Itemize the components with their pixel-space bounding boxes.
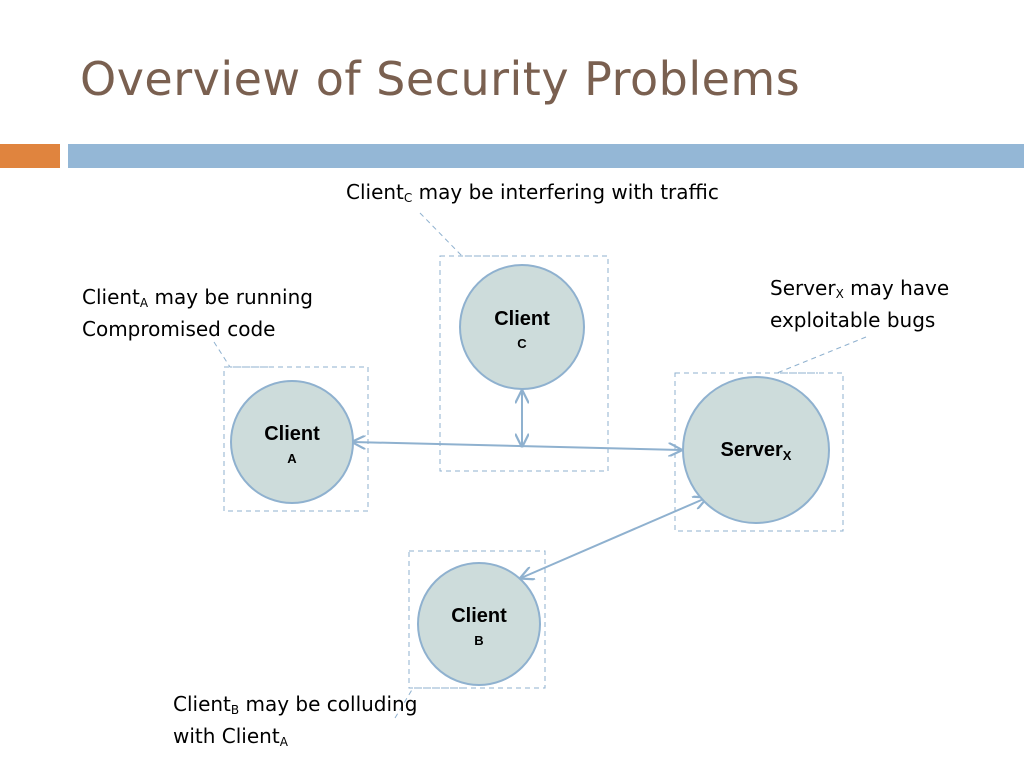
client-a-callout-line1: ClientA may be running: [82, 281, 313, 313]
client-b-server-x-link: [521, 498, 706, 578]
client-b-callout: ClientB may be colluding with ClientA: [173, 688, 417, 752]
client-c-callout-text: may be interfering with traffic: [412, 180, 719, 204]
client-a-callout-line2: Compromised code: [82, 317, 276, 341]
client-a-label: Client A: [242, 424, 342, 465]
client-b-callout-line2: with ClientA: [173, 720, 417, 752]
client-c-highlight-box: [439, 255, 609, 472]
client-b-callout-prefix: Client: [173, 692, 231, 716]
server-x-label-text: Server: [720, 439, 783, 461]
client-b-callout-line2-prefix: with Client: [173, 724, 280, 748]
accent-bar-blue: [68, 144, 1024, 168]
client-a-server-x-link: [353, 442, 681, 450]
server-x-callout-pointer: [776, 336, 867, 374]
client-a-label-sub: A: [287, 451, 297, 466]
client-a-callout-pointer: [213, 341, 272, 368]
client-b-callout-line2-sub: A: [279, 735, 288, 749]
client-a-callout-sub: A: [139, 296, 149, 310]
client-c-label-sub: C: [517, 336, 527, 351]
client-c-callout-pointer: [419, 212, 506, 257]
client-b-label-sub: B: [474, 633, 484, 648]
server-x-label: ServerX: [696, 439, 816, 463]
client-c-label-main: Client: [494, 308, 550, 330]
client-b-node: [417, 562, 541, 686]
server-x-callout-line1: ServerX may have: [770, 272, 949, 304]
client-b-label: Client B: [429, 606, 529, 647]
slide-title: Overview of Security Problems: [80, 52, 801, 106]
client-b-callout-text: may be colluding: [239, 692, 418, 716]
client-b-callout-pointer: [394, 687, 463, 719]
server-x-label-main: ServerX: [696, 439, 816, 463]
server-x-callout-prefix: Server: [770, 276, 836, 300]
server-x-node: [682, 376, 830, 524]
client-c-label: Client C: [472, 309, 572, 350]
client-b-callout-sub: B: [230, 703, 240, 717]
accent-bar-orange: [0, 144, 60, 168]
client-b-callout-line1: ClientB may be colluding: [173, 688, 417, 720]
client-a-label-main: Client: [264, 423, 320, 445]
client-b-highlight-box: [408, 550, 546, 689]
client-a-callout-prefix: Client: [82, 285, 140, 309]
server-x-callout: ServerX may have exploitable bugs: [770, 272, 949, 336]
server-x-label-sub: X: [782, 448, 792, 463]
server-x-callout-line2: exploitable bugs: [770, 308, 936, 332]
client-a-callout-text: may be running: [148, 285, 313, 309]
server-x-callout-text: may have: [843, 276, 950, 300]
client-a-node: [230, 380, 354, 504]
client-c-callout-sub: C: [403, 191, 413, 205]
server-x-highlight-box: [674, 372, 844, 532]
client-c-node: [459, 264, 585, 390]
client-c-callout-prefix: Client: [346, 180, 404, 204]
client-a-callout: ClientA may be running Compromised code: [82, 281, 313, 345]
server-x-callout-sub: X: [835, 287, 844, 301]
client-c-callout: ClientC may be interfering with traffic: [346, 176, 719, 208]
client-b-label-main: Client: [451, 605, 507, 627]
